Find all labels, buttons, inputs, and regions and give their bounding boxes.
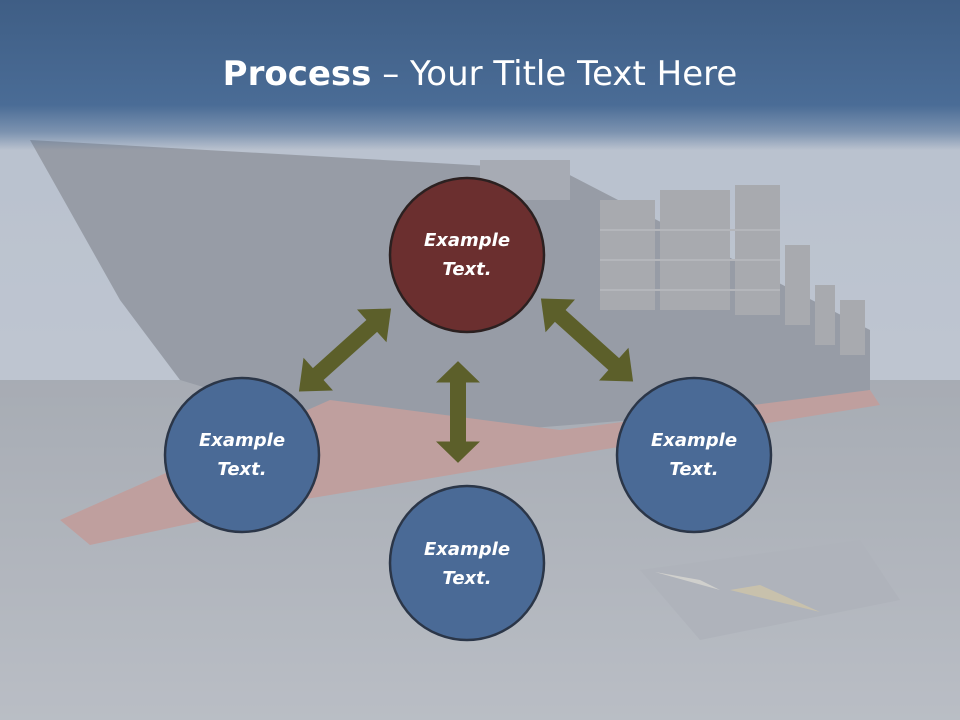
double-arrow-icon <box>436 361 480 463</box>
slide-title: Process – Your Title Text Here <box>0 52 960 96</box>
node-left-circle[interactable] <box>163 376 321 534</box>
node-top-line1: Example <box>423 230 511 251</box>
node-top-label: Example Text. <box>389 226 545 284</box>
node-bottom-line2: Text. <box>442 568 492 589</box>
node-left-line2: Text. <box>217 459 267 480</box>
node-right-circle[interactable] <box>615 376 773 534</box>
node-top-line2: Text. <box>442 259 492 280</box>
node-right-line1: Example <box>650 430 738 451</box>
node-bottom-line1: Example <box>423 539 511 560</box>
node-left-line1: Example <box>198 430 286 451</box>
node-top-circle[interactable] <box>388 176 546 334</box>
node-left-label: Example Text. <box>164 426 320 484</box>
double-arrow-icon <box>284 292 406 408</box>
double-arrow-icon <box>526 282 648 398</box>
node-bottom-circle[interactable] <box>388 484 546 642</box>
title-band <box>0 0 960 150</box>
node-bottom-label: Example Text. <box>389 535 545 593</box>
node-right-line2: Text. <box>669 459 719 480</box>
title-separator: – <box>371 54 411 94</box>
node-right-label: Example Text. <box>616 426 772 484</box>
title-rest-text: Your Title Text Here <box>410 54 738 94</box>
title-bold-text: Process <box>222 54 372 94</box>
